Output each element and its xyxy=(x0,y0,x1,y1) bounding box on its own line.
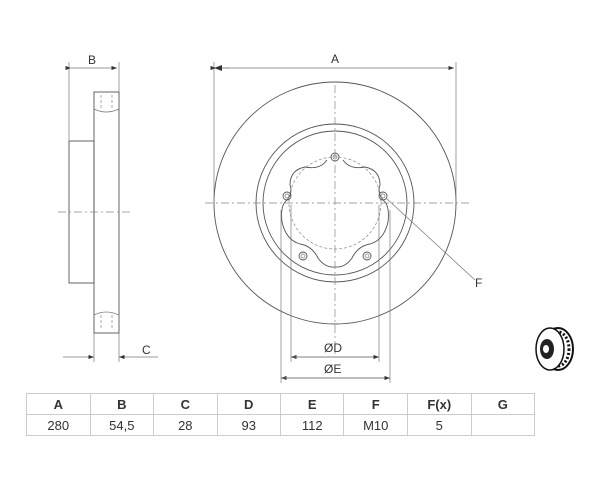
header-cell: A xyxy=(26,393,91,415)
table-header-row: A B C D E F F(x) G xyxy=(26,393,536,415)
dimension-label-e: ØE xyxy=(324,362,341,376)
front-view: A F ØD ØE xyxy=(205,52,482,383)
value-cell: 54,5 xyxy=(89,414,155,436)
value-cell: M10 xyxy=(343,414,409,436)
dimension-label-c: C xyxy=(142,343,151,357)
value-cell: 280 xyxy=(26,414,91,436)
dimension-label-b: B xyxy=(88,53,96,67)
header-cell: E xyxy=(279,393,345,415)
header-cell: F xyxy=(343,393,409,415)
side-view: B C xyxy=(58,53,158,362)
spec-table: A B C D E F F(x) G 280 54,5 28 93 112 M1… xyxy=(26,393,536,436)
value-cell: 5 xyxy=(407,414,472,436)
dimension-label-d: ØD xyxy=(324,341,342,355)
value-cell: 93 xyxy=(216,414,281,436)
dimension-label-a: A xyxy=(331,52,339,66)
value-cell: 112 xyxy=(279,414,345,436)
dimension-label-f: F xyxy=(475,276,482,290)
brake-disc-thumbnail-icon xyxy=(535,327,574,371)
header-cell: F(x) xyxy=(407,393,472,415)
value-cell xyxy=(470,414,536,436)
value-cell: 28 xyxy=(153,414,218,436)
header-cell: B xyxy=(89,393,155,415)
table-row: 280 54,5 28 93 112 M10 5 xyxy=(26,414,536,436)
header-cell: D xyxy=(216,393,281,415)
header-cell: C xyxy=(153,393,218,415)
header-cell: G xyxy=(470,393,536,415)
